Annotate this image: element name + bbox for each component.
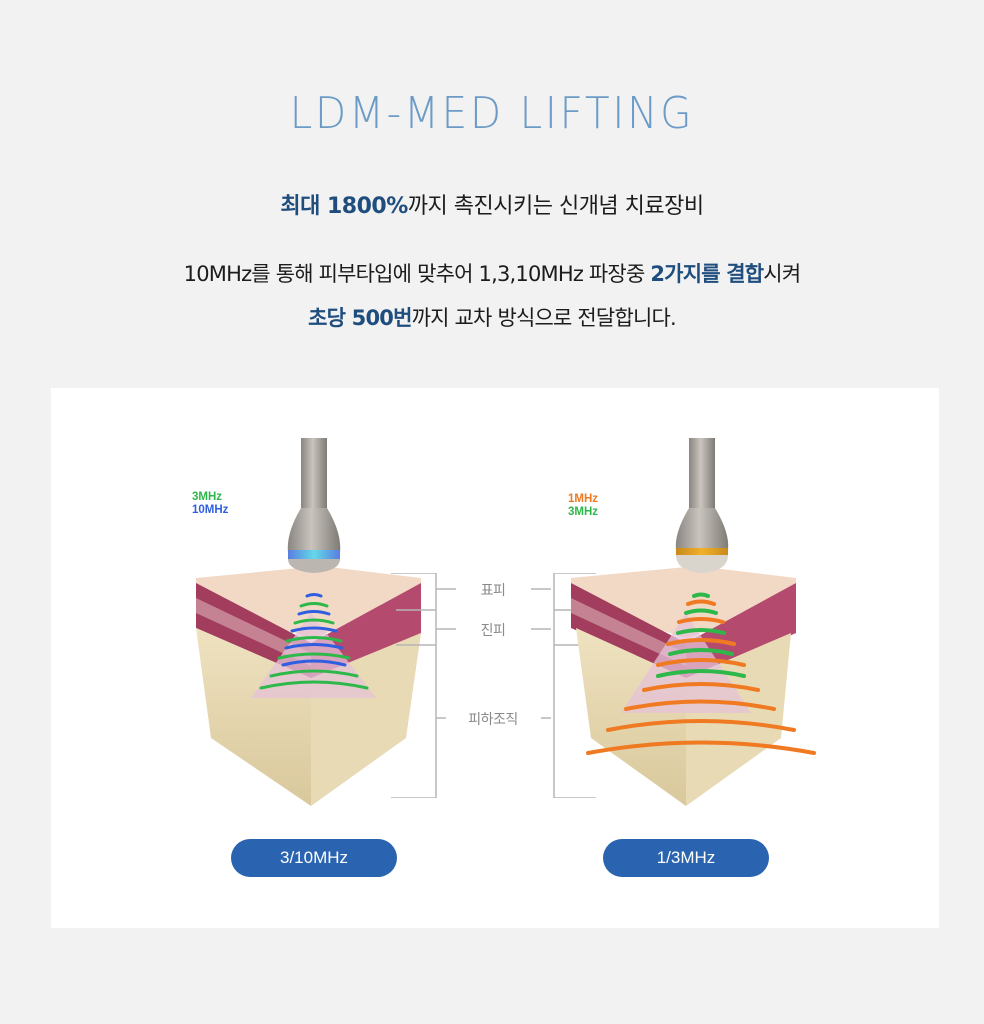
left-skin-diagram (196, 438, 421, 806)
description-line-2: 초당 500번까지 교차 방식으로 전달합니다. (0, 296, 984, 340)
legend-1mhz: 1MHz (568, 493, 599, 505)
left-layer-brackets (391, 573, 437, 798)
lead-text: 최대 1800%까지 촉진시키는 신개념 치료장비 (0, 188, 984, 220)
caption-left: 3/10MHz (231, 839, 397, 877)
legend-10mhz: 10MHz (192, 504, 229, 516)
legend-3mhz: 3MHz (568, 506, 599, 518)
diagram-panel: 3MHz 10MHz (51, 388, 939, 928)
description-text: 까지 교차 방식으로 전달합니다. (411, 306, 677, 330)
lead-body: 까지 촉진시키는 신개념 치료장비 (407, 194, 704, 219)
description-text: 10MHz를 통해 피부타입에 맞추어 1,3,10MHz 파장중 (183, 262, 651, 286)
description-highlight: 2가지를 결합 (650, 262, 764, 286)
label-connectors (436, 588, 551, 719)
label-subcutaneous: 피하조직 (468, 712, 518, 728)
right-skin-diagram (571, 438, 816, 806)
lead-highlight: 최대 1800% (280, 194, 408, 219)
caption-right: 1/3MHz (603, 839, 769, 877)
label-dermis: 진피 (480, 623, 506, 639)
legend-3mhz: 3MHz (192, 491, 223, 503)
page-title: LDM-MED LIFTING (289, 88, 695, 139)
right-legend: 1MHz 3MHz (568, 493, 598, 519)
left-legend: 3MHz 10MHz (192, 491, 228, 517)
description-highlight: 초당 500번 (308, 306, 412, 330)
description: 10MHz를 통해 피부타입에 맞추어 1,3,10MHz 파장중 2가지를 결… (0, 252, 984, 340)
description-text: 시켜 (763, 262, 801, 286)
label-epidermis: 표피 (480, 583, 506, 599)
description-line-1: 10MHz를 통해 피부타입에 맞추어 1,3,10MHz 파장중 2가지를 결… (0, 252, 984, 296)
